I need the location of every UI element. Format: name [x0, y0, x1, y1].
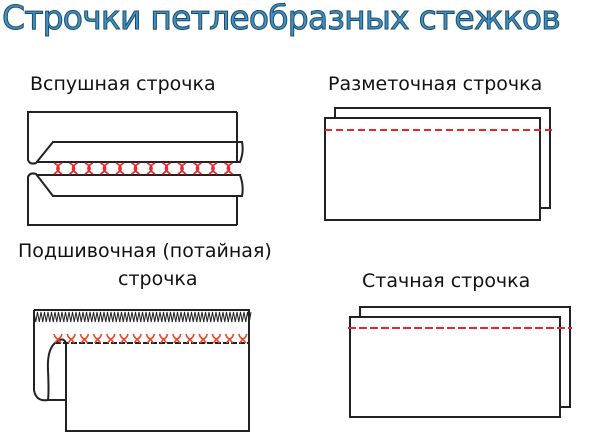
cross-stitch	[69, 162, 78, 175]
blind-stitch	[145, 333, 156, 344]
cross-stitch	[131, 162, 140, 175]
cross-stitch	[115, 162, 125, 175]
diagram-vspushnaya	[27, 111, 244, 226]
blind-stitch	[224, 333, 235, 344]
cross-stitch	[177, 162, 187, 175]
cross-stitch	[208, 162, 218, 175]
diagram-podshivochnaya	[33, 309, 252, 432]
blind-stitch	[79, 333, 90, 344]
blind-stitch	[238, 333, 248, 344]
label-podshivochnaya-line2: строчка	[118, 268, 198, 290]
blind-stitch	[66, 333, 76, 344]
blind-stitch	[92, 333, 103, 344]
blind-stitch	[185, 333, 195, 344]
label-stachnaya: Стачная строчка	[362, 270, 531, 292]
cross-stitch	[53, 162, 63, 175]
cross-stitch	[84, 162, 94, 175]
label-podshivochnaya: Подшивочная (потайная)	[18, 240, 272, 262]
cross-stitch	[100, 162, 109, 175]
zigzag-line	[33, 311, 252, 323]
diagram-stachnaya	[348, 306, 572, 418]
blind-hem-stitches	[53, 333, 248, 344]
label-razmetochnaya: Разметочная строчка	[328, 73, 543, 95]
cross-stitch	[224, 162, 233, 175]
cross-stitch	[193, 162, 202, 175]
overlock-zigzag	[33, 311, 252, 323]
blind-stitch	[53, 333, 63, 344]
page-title: Строчки петлеобразных стежков	[2, 0, 562, 38]
cross-stitch	[146, 162, 156, 175]
label-vspushnaya: Вспушная строчка	[30, 73, 216, 95]
blind-stitch	[211, 333, 222, 344]
blind-stitch	[119, 333, 129, 344]
diagram-razmetochnaya	[324, 107, 552, 221]
blind-stitch	[106, 333, 116, 344]
blind-stitch	[132, 333, 142, 344]
cross-stitches	[53, 162, 233, 175]
blind-stitch	[158, 333, 169, 344]
blind-stitch	[172, 333, 182, 344]
blind-stitch	[198, 333, 208, 344]
cross-stitch	[162, 162, 171, 175]
